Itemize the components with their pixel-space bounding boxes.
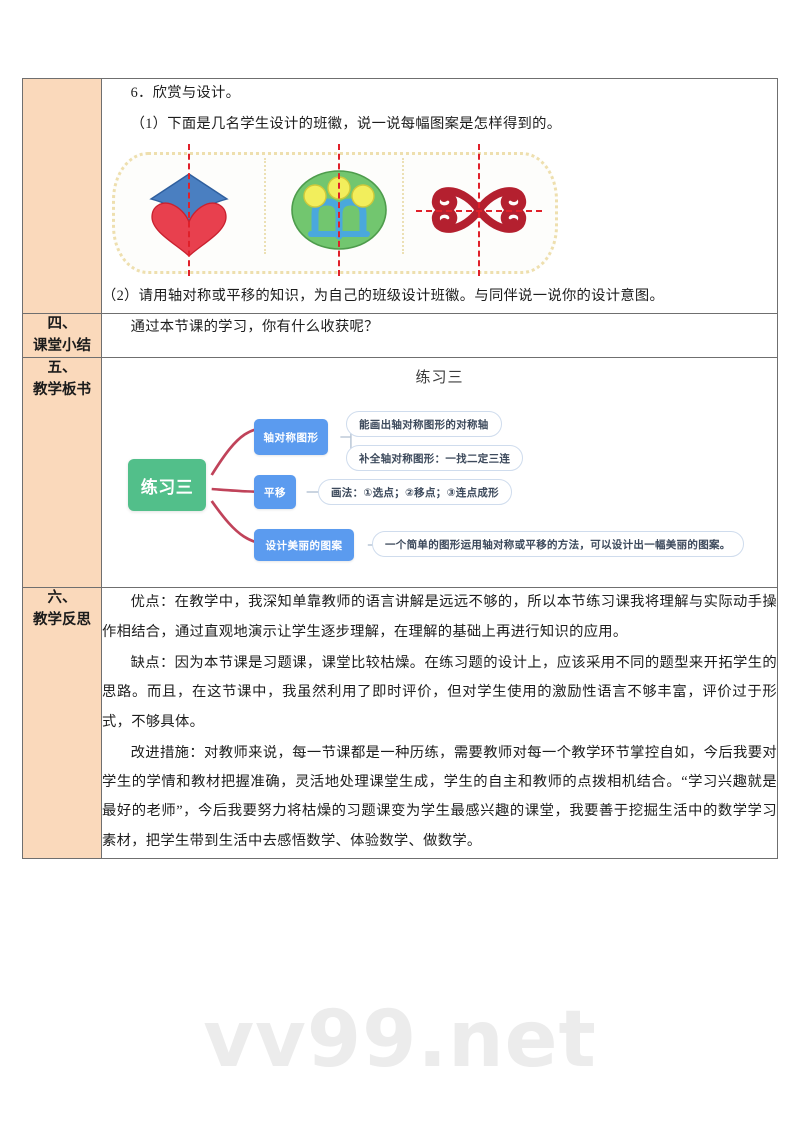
mindmap-leaf-design-method: 一个简单的图形运用轴对称或平移的方法，可以设计出一幅美丽的图案。 [372,531,744,558]
mindmap-title: 练习三 [415,370,464,387]
exercise-6-cell: 6．欣赏与设计。 （1）下面是几名学生设计的班徽，说一说每幅图案是怎样得到的。 [101,78,778,314]
site-watermark: vv99.net [203,995,597,1085]
row-label-teaching-reflection: 六、 教学反思 [22,587,102,860]
red-butterfly-badge [414,143,544,276]
row-label-line-2: 课堂小结 [33,337,91,354]
teaching-reflection-cell: 优点：在教学中，我深知单靠教师的语言讲解是远远不够的，所以本节练习课我将理解与实… [101,587,778,860]
exercise-question-1: （1）下面是几名学生设计的班徽，说一说每幅图案是怎样得到的。 [130,116,562,133]
row-label-line-1: 四、 [47,315,77,332]
reflection-advantages: 优点：在教学中，我深知单靠教师的语言讲解是远远不够的，所以本节练习课我将理解与实… [102,594,777,640]
reflection-improvements: 改进措施：对教师来说，每一节课都是一种历练，需要教师对每一个教学环节掌控自如，今… [102,744,777,849]
row-label-line-2: 教学反思 [33,612,91,629]
symmetry-axis-vertical [338,143,340,276]
symmetry-axis-vertical [188,143,190,276]
mindmap-branch-pattern-design: 设计美丽的图案 [254,529,354,562]
row-label-blackboard-design: 五、 教学板书 [22,357,102,589]
reflection-shortcomings: 缺点：因为本节课是习题课，课堂比较枯燥。在练习题的设计上，应该采用不同的题型来开… [102,654,777,730]
table-row: 6．欣赏与设计。 （1）下面是几名学生设计的班徽，说一说每幅图案是怎样得到的。 [22,78,778,314]
exercise-question-2: （2）请用轴对称或平移的知识，为自己的班级设计班徽。与同伴说一说你的设计意图。 [102,287,665,304]
table-row: 六、 教学反思 优点：在教学中，我深知单靠教师的语言讲解是远远不够的，所以本节练… [22,587,778,860]
blackboard-design-cell: 练习三 [101,357,778,589]
row-label-line-1: 五、 [47,360,77,377]
exercise-heading: 6．欣赏与设计。 [130,85,241,101]
mindmap-branch-translation: 平移 [254,475,296,510]
wavy-divider-2 [402,157,404,254]
badge-illustration [102,143,777,278]
table-row: 四、 课堂小结 通过本节课的学习，你有什么收获呢？ [22,312,778,359]
green-circle-badge [274,143,404,276]
symmetry-axis-horizontal [416,209,542,212]
mindmap-leaf-draw-axis: 能画出轴对称图形的对称轴 [346,411,502,438]
kite-heart-badge [124,143,254,276]
mindmap-leaf-translation-method: 画法：①选点；②移点；③连点成形 [318,479,512,506]
mindmap-diagram: 练习三 轴对称图形 平移 设计美丽的图案 能画出轴对称图形的对称轴 补全轴对称图… [102,397,777,587]
row-label-empty [22,78,102,314]
wavy-divider-1 [264,157,266,254]
mindmap-root-node: 练习三 [128,459,206,512]
mindmap-leaf-complete-figure: 补全轴对称图形：一找二定三连 [346,445,524,472]
lesson-plan-table: 6．欣赏与设计。 （1）下面是几名学生设计的班徽，说一说每幅图案是怎样得到的。 [22,78,778,860]
row-label-line-2: 教学板书 [33,382,91,399]
row-label-line-1: 六、 [47,590,77,607]
class-summary-text: 通过本节课的学习，你有什么收获呢？ [130,318,379,335]
row-label-class-summary: 四、 课堂小结 [22,312,102,359]
mindmap-branch-axis-symmetry: 轴对称图形 [254,419,328,456]
table-row: 五、 教学板书 练习三 [22,357,778,589]
class-summary-cell: 通过本节课的学习，你有什么收获呢？ [101,312,778,359]
